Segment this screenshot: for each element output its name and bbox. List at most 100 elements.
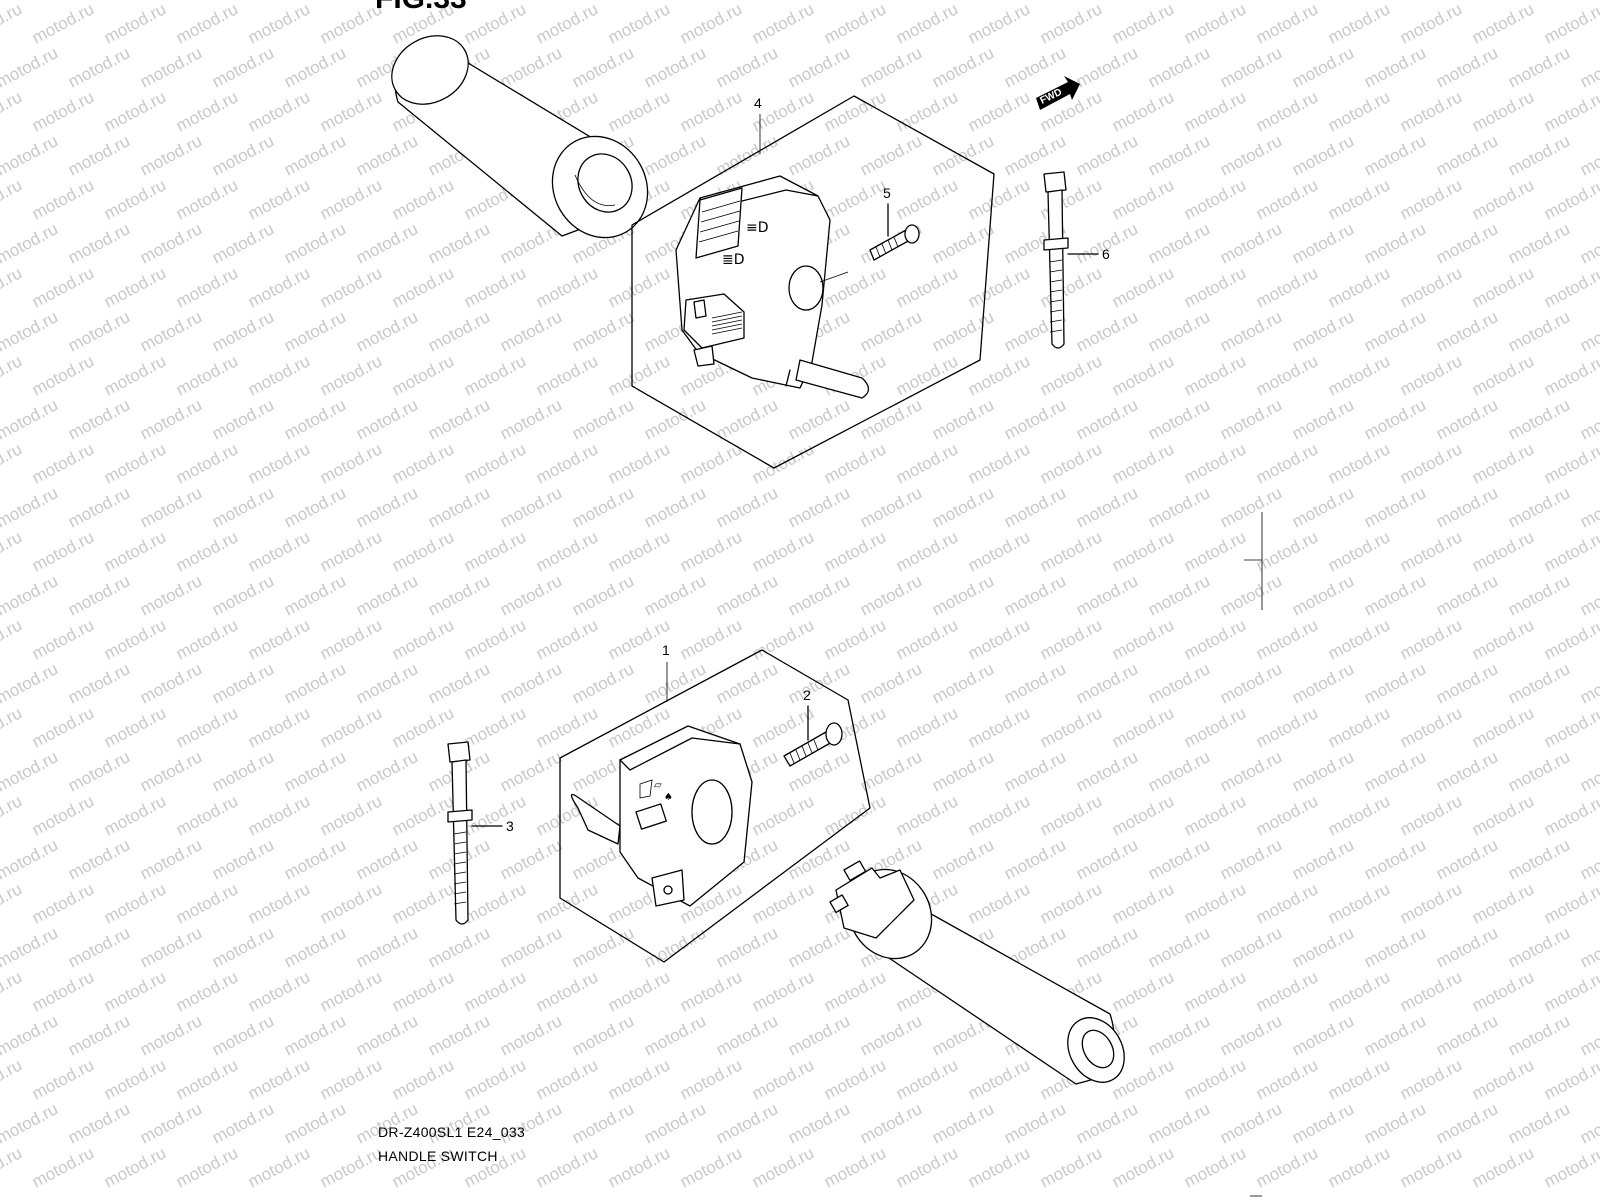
watermark-text: motod.ru: [1109, 87, 1177, 135]
watermark-text: motod.ru: [1217, 835, 1285, 883]
watermark-text: motod.ru: [1145, 835, 1213, 883]
watermark-text: motod.ru: [65, 395, 133, 443]
watermark-text: motod.ru: [1073, 131, 1141, 179]
watermark-text: motod.ru: [1541, 615, 1600, 663]
watermark-text: motod.ru: [1469, 527, 1537, 575]
watermark-text: motod.ru: [101, 615, 169, 663]
watermark-text: motod.ru: [641, 0, 709, 4]
watermark-text: motod.ru: [173, 87, 241, 135]
right-switch-screw: [869, 203, 920, 261]
watermark-text: motod.ru: [137, 0, 205, 4]
watermark-text: motod.ru: [1181, 791, 1249, 839]
watermark-text: motod.ru: [857, 131, 925, 179]
watermark-text: motod.ru: [245, 263, 313, 311]
watermark-text: motod.ru: [605, 0, 673, 48]
watermark-text: motod.ru: [1325, 351, 1393, 399]
watermark-text: motod.ru: [1001, 395, 1069, 443]
watermark-text: motod.ru: [389, 263, 457, 311]
watermark-text: motod.ru: [1541, 87, 1600, 135]
watermark-text: motod.ru: [317, 791, 385, 839]
watermark-text: motod.ru: [0, 791, 25, 839]
watermark-text: motod.ru: [929, 483, 997, 531]
left-switch-assembly: ▱ ♠: [559, 649, 871, 963]
watermark-text: motod.ru: [749, 879, 817, 927]
watermark-text: motod.ru: [533, 703, 601, 751]
watermark-text: motod.ru: [533, 1143, 601, 1191]
watermark-text: motod.ru: [749, 791, 817, 839]
watermark-text: motod.ru: [0, 0, 25, 48]
watermark-text: motod.ru: [1217, 395, 1285, 443]
watermark-text: motod.ru: [1577, 131, 1600, 179]
watermark-text: motod.ru: [1289, 747, 1357, 795]
watermark-text: motod.ru: [1145, 131, 1213, 179]
watermark-text: motod.ru: [101, 175, 169, 223]
watermark-text: motod.ru: [1541, 439, 1600, 487]
watermark-text: motod.ru: [929, 747, 997, 795]
watermark-text: motod.ru: [713, 395, 781, 443]
watermark-text: motod.ru: [1397, 263, 1465, 311]
watermark-text: motod.ru: [1145, 395, 1213, 443]
watermark-text: motod.ru: [1577, 395, 1600, 443]
watermark-text: motod.ru: [1541, 0, 1600, 48]
watermark-text: motod.ru: [713, 1099, 781, 1147]
watermark-text: motod.ru: [65, 483, 133, 531]
watermark-text: motod.ru: [317, 351, 385, 399]
watermark-text: motod.ru: [1433, 307, 1501, 355]
watermark-text: motod.ru: [1361, 1099, 1429, 1147]
callout-1: 1: [662, 642, 670, 658]
watermark-text: motod.ru: [929, 835, 997, 883]
callout-4: 4: [754, 95, 762, 111]
watermark-text: motod.ru: [1001, 659, 1069, 707]
watermark-text: motod.ru: [1433, 659, 1501, 707]
watermark-text: motod.ru: [821, 175, 889, 223]
watermark-text: motod.ru: [965, 879, 1033, 927]
watermark-text: motod.ru: [1289, 395, 1357, 443]
watermark-text: motod.ru: [461, 879, 529, 927]
watermark-text: motod.ru: [929, 43, 997, 91]
svg-text:≡D: ≡D: [746, 220, 769, 236]
watermark-text: motod.ru: [1181, 703, 1249, 751]
watermark-text: motod.ru: [1253, 87, 1321, 135]
watermark-text: motod.ru: [317, 1143, 385, 1191]
watermark-text: motod.ru: [1397, 703, 1465, 751]
watermark-text: motod.ru: [209, 307, 277, 355]
watermark-text: motod.ru: [29, 439, 97, 487]
watermark-text: motod.ru: [929, 395, 997, 443]
watermark-text: motod.ru: [1181, 351, 1249, 399]
watermark-text: motod.ru: [1253, 879, 1321, 927]
watermark-text: motod.ru: [749, 967, 817, 1015]
watermark-text: motod.ru: [1577, 747, 1600, 795]
watermark-text: motod.ru: [353, 571, 421, 619]
watermark-text: motod.ru: [0, 87, 25, 135]
watermark-text: motod.ru: [677, 1143, 745, 1191]
watermark-text: motod.ru: [569, 307, 637, 355]
watermark-text: motod.ru: [1325, 0, 1393, 48]
watermark-text: motod.ru: [965, 0, 1033, 48]
watermark-text: motod.ru: [677, 967, 745, 1015]
watermark-text: motod.ru: [857, 747, 925, 795]
watermark-text: motod.ru: [533, 967, 601, 1015]
watermark-text: motod.ru: [1577, 923, 1600, 971]
callout-2: 2: [803, 687, 811, 703]
watermark-text: motod.ru: [533, 0, 601, 48]
watermark-text: motod.ru: [1325, 87, 1393, 135]
watermark-text: motod.ru: [821, 967, 889, 1015]
watermark-text: motod.ru: [389, 527, 457, 575]
watermark-text: motod.ru: [1109, 879, 1177, 927]
watermark-text: motod.ru: [173, 615, 241, 663]
watermark-text: motod.ru: [245, 967, 313, 1015]
watermark-text: motod.ru: [425, 659, 493, 707]
watermark-text: motod.ru: [1109, 351, 1177, 399]
watermark-text: motod.ru: [29, 351, 97, 399]
watermark-text: motod.ru: [1037, 263, 1105, 311]
watermark-text: motod.ru: [1037, 1143, 1105, 1191]
watermark-text: motod.ru: [605, 1143, 673, 1191]
watermark-text: motod.ru: [1181, 879, 1249, 927]
watermark-text: motod.ru: [1505, 571, 1573, 619]
watermark-text: motod.ru: [461, 263, 529, 311]
watermark-text: motod.ru: [29, 703, 97, 751]
watermark-text: motod.ru: [0, 967, 25, 1015]
watermark-text: motod.ru: [0, 219, 61, 267]
watermark-text: motod.ru: [1181, 175, 1249, 223]
watermark-text: motod.ru: [245, 1055, 313, 1103]
